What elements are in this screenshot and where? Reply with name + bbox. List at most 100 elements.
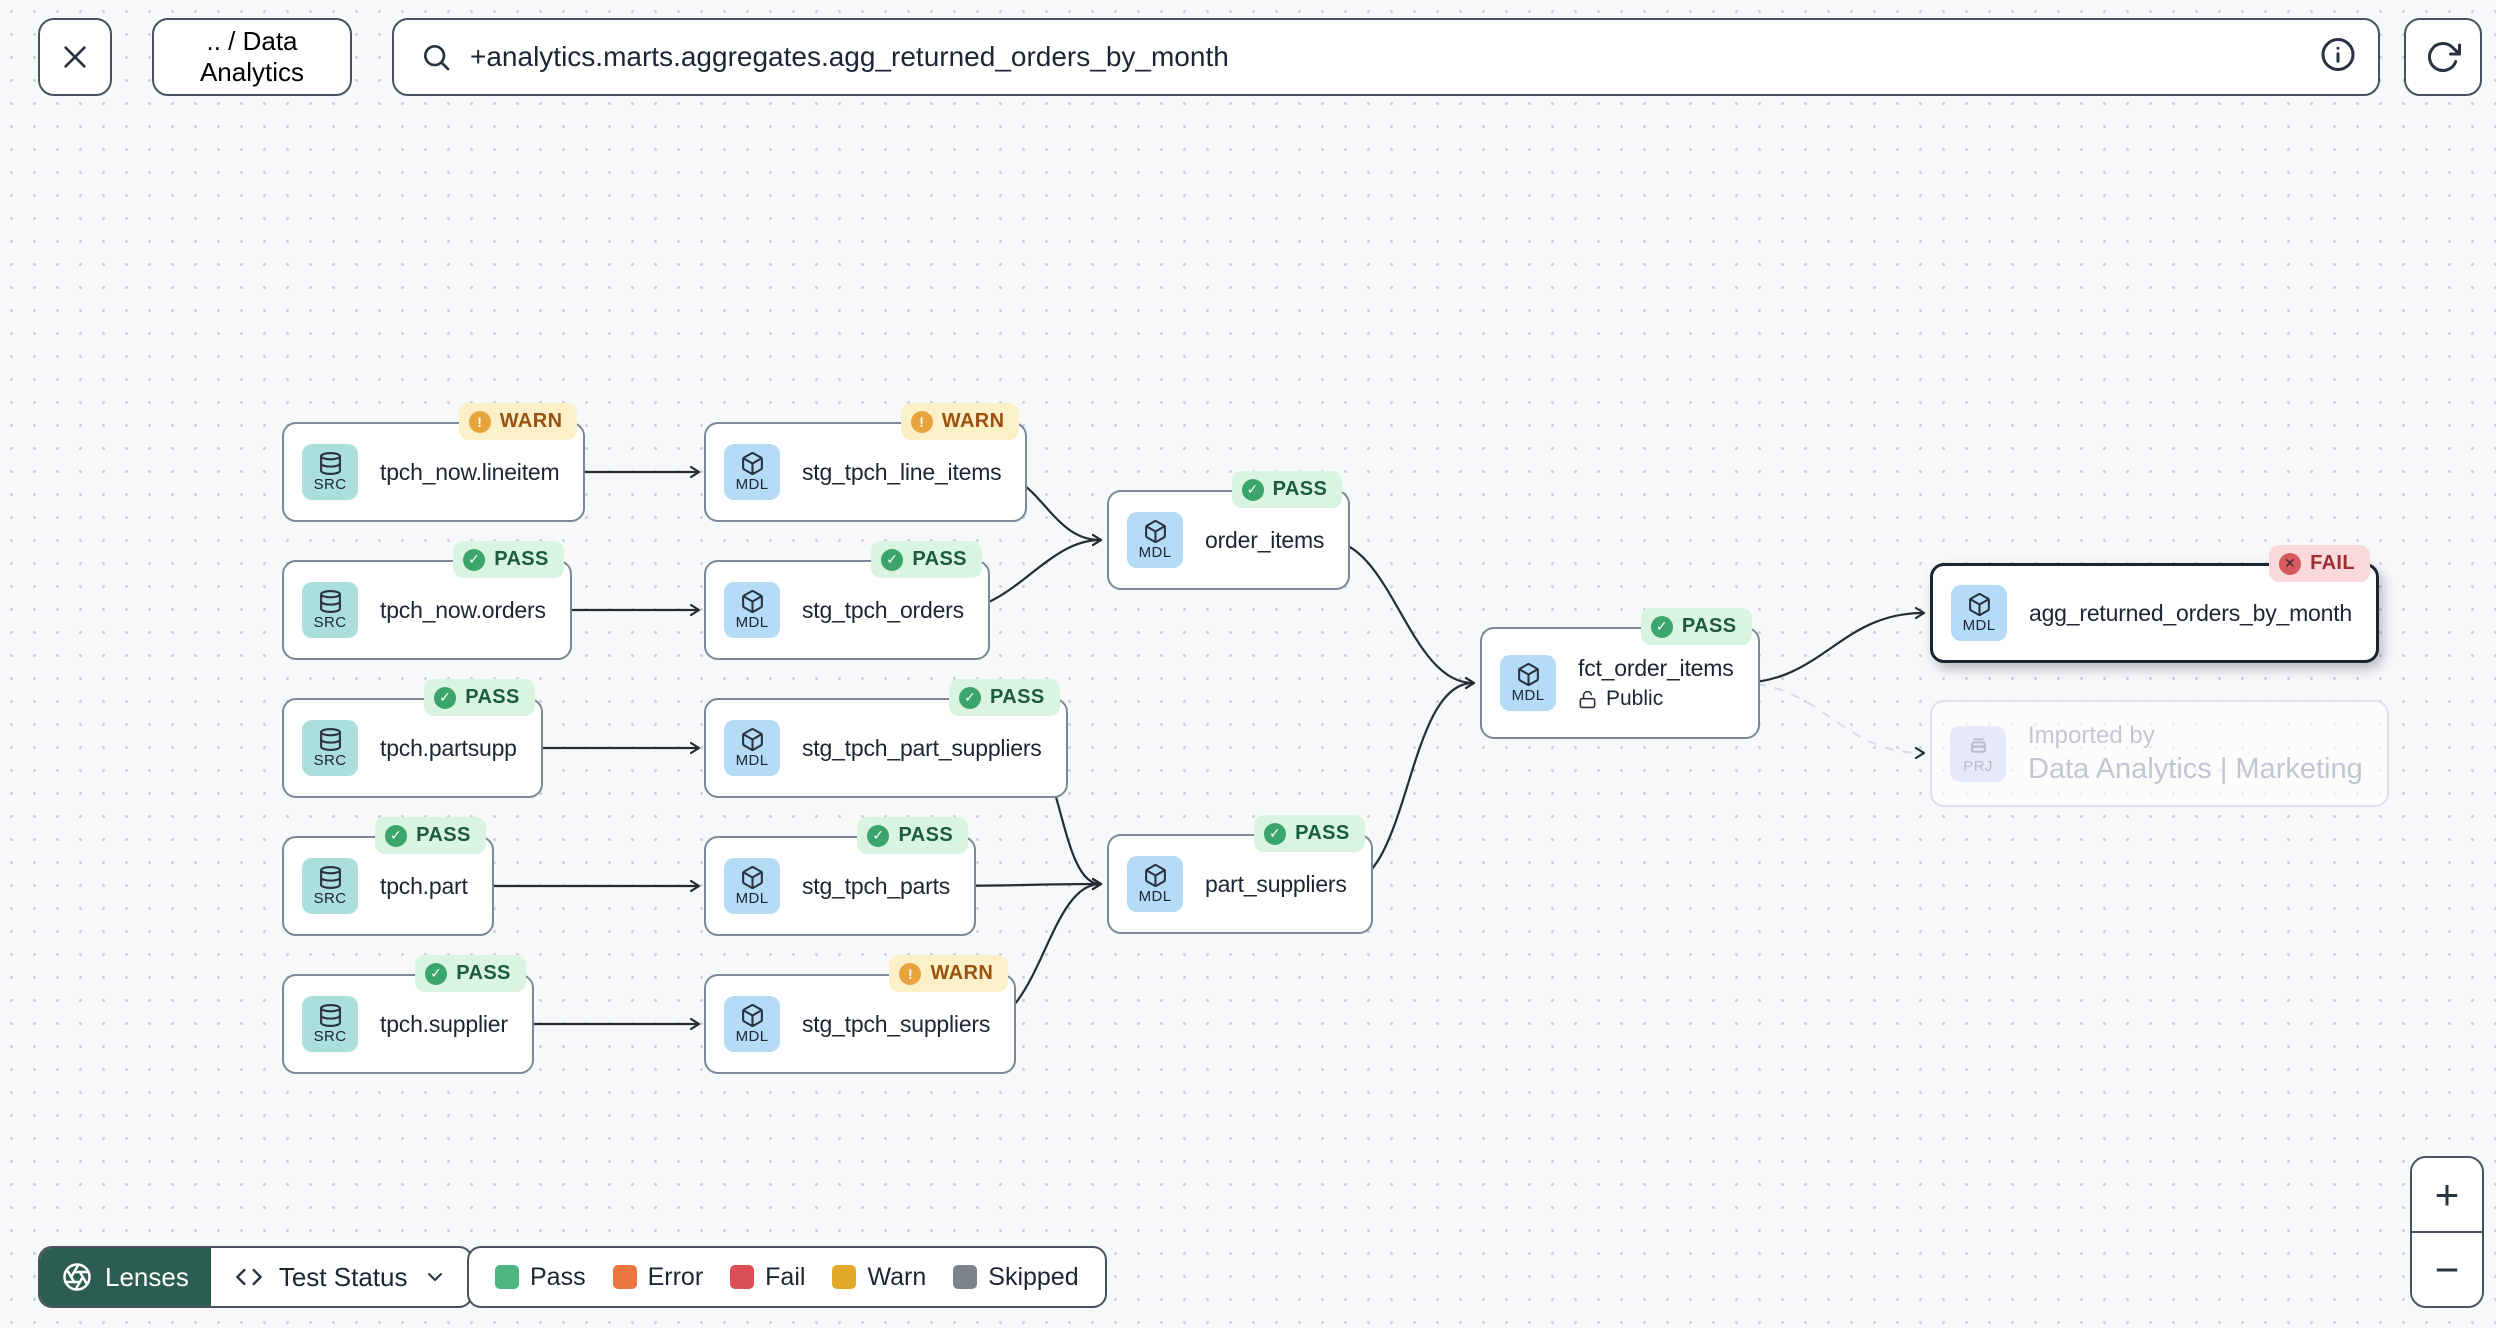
node-stg_tpch_part_suppliers[interactable]: ✓PASS MDL stg_tpch_part_suppliers (704, 679, 1068, 798)
node-type-label: SRC (313, 752, 347, 769)
unlock-icon (1579, 690, 1596, 708)
warn-icon: ! (899, 962, 922, 985)
lens-selector-dropdown[interactable]: Test Status (211, 1248, 472, 1306)
status-badge: ✓PASS (424, 679, 535, 716)
search-input[interactable]: +analytics.marts.aggregates.agg_returned… (392, 18, 2380, 96)
node-label: stg_tpch_orders (802, 596, 964, 623)
model-icon: MDL (724, 858, 780, 914)
node-tpch.partsupp[interactable]: ✓PASS SRC tpch.partsupp (282, 679, 543, 798)
cube-icon (741, 452, 763, 476)
status-label: PASS (416, 824, 471, 846)
source-icon: SRC (302, 444, 358, 500)
project-icon: PRJ (1950, 725, 2006, 782)
source-icon: SRC (302, 582, 358, 638)
node-label: tpch_now.lineitem (380, 458, 560, 485)
node-label: part_suppliers (1205, 870, 1347, 897)
model-icon: MDL (1127, 512, 1183, 568)
code-icon (236, 1268, 262, 1286)
node-label: tpch.supplier (380, 1010, 508, 1037)
check-icon: ✓ (867, 824, 890, 847)
status-label: PASS (1681, 615, 1737, 637)
node-type-label: MDL (1511, 687, 1545, 704)
status-label: WARN (930, 962, 994, 984)
status-badge: ✓ PASS (375, 817, 486, 854)
status-label: PASS (912, 548, 967, 570)
imported-by-label: Imported by (2028, 721, 2155, 749)
model-icon: MDL (724, 444, 780, 500)
breadcrumb-label: .. / Data Analytics (199, 26, 305, 87)
status-label: PASS (494, 548, 549, 570)
status-badge: ✓ PASS (857, 817, 969, 854)
check-icon: ✓ (385, 824, 408, 847)
edge-fct-agg (1738, 606, 1926, 685)
legend-swatch-skipped (953, 1265, 978, 1289)
node-type-label: SRC (313, 890, 347, 907)
search-icon (424, 45, 450, 71)
node-imported-project[interactable]: PRJ Imported by Data Analytics | Marketi… (1930, 700, 2389, 807)
node-stg_tpch_line_items[interactable]: !WARN MDL stg_tpch_line_items (704, 403, 1028, 522)
lenses-label: Lenses (105, 1261, 189, 1292)
status-label: PASS (465, 686, 520, 708)
cube-icon (741, 1004, 763, 1028)
cube-icon (741, 728, 763, 752)
node-type-label: MDL (735, 752, 769, 769)
status-badge: !WARN (458, 403, 578, 440)
close-button[interactable] (38, 18, 112, 96)
database-icon (319, 452, 341, 475)
legend-swatch-pass (495, 1265, 519, 1289)
source-icon: SRC (302, 858, 358, 914)
warn-icon: ! (910, 410, 933, 433)
status-label: PASS (1272, 478, 1328, 500)
node-tpch.part[interactable]: ✓PASS SRC tpch.part (282, 817, 494, 936)
node-type-label: MDL (735, 1028, 769, 1045)
zoom-out-button[interactable]: − (2412, 1231, 2482, 1306)
node-tpch.supplier[interactable]: ✓PASS SRC tpch.supplier (282, 955, 534, 1074)
legend-item-pass: Pass (495, 1263, 586, 1292)
refresh-button[interactable] (2404, 18, 2482, 96)
node-label: tpch.partsupp (380, 734, 517, 761)
model-icon: MDL (724, 720, 780, 776)
status-badge: ! WARN (900, 403, 1020, 440)
status-badge: ! WARN (889, 955, 1009, 992)
zoom-controls: + − (2410, 1156, 2484, 1308)
legend-item-error: Error (612, 1263, 703, 1292)
node-part_suppliers[interactable]: ✓PASS MDL part_suppliers (1107, 815, 1373, 934)
close-icon (64, 46, 86, 68)
node-fct_order_items[interactable]: ✓PASS MDL fct_order_items Public (1480, 608, 1760, 739)
node-label: tpch_now.orders (380, 596, 546, 623)
lenses-button[interactable]: Lenses (40, 1248, 211, 1306)
node-tpch_now.orders[interactable]: ✓PASS SRC tpch_now.orders (282, 541, 572, 660)
model-icon: MDL (1500, 655, 1556, 711)
node-label: agg_returned_orders_by_month (2029, 599, 2353, 626)
status-badge: ✓PASS (1640, 608, 1752, 645)
status-badge: ✓PASS (1254, 815, 1365, 852)
check-icon: ✓ (1264, 822, 1287, 845)
source-icon: SRC (302, 720, 358, 776)
zoom-in-button[interactable]: + (2412, 1158, 2482, 1231)
status-label: PASS (456, 962, 511, 984)
status-label: PASS (898, 824, 954, 846)
chevron-down-icon (428, 1273, 443, 1281)
database-icon (319, 590, 341, 613)
node-type-label: SRC (313, 614, 347, 631)
legend-label: Fail (765, 1262, 806, 1291)
node-tpch_now.lineitem[interactable]: !WARN SRC tpch_now.lineitem (282, 403, 586, 522)
node-order_items[interactable]: ✓PASS MDL order_items (1107, 471, 1351, 590)
check-icon: ✓ (1241, 478, 1264, 501)
node-stg_tpch_parts[interactable]: ✓ PASS MDL stg_tpch_parts (704, 817, 977, 936)
legend-swatch-error (612, 1265, 637, 1289)
node-type-label: SRC (313, 1028, 347, 1045)
node-stg_tpch_orders[interactable]: ✓PASS MDL stg_tpch_orders (704, 541, 990, 660)
info-icon[interactable] (2320, 37, 2356, 78)
status-label: WARN (941, 410, 1005, 432)
status-label: WARN (499, 410, 563, 432)
status-badge: ✓PASS (871, 541, 982, 578)
node-agg_returned_orders_by_month[interactable]: ✕FAIL MDL agg_returned_orders_by_month (1930, 545, 2380, 663)
model-icon: MDL (1127, 856, 1183, 912)
breadcrumb[interactable]: .. / Data Analytics (152, 18, 352, 96)
test-status-legend: Pass Error Fail Warn Skipped (467, 1246, 1107, 1308)
node-label: stg_tpch_parts (802, 872, 951, 899)
node-stg_tpch_suppliers[interactable]: !WARN MDL stg_tpch_suppliers (704, 955, 1017, 1074)
